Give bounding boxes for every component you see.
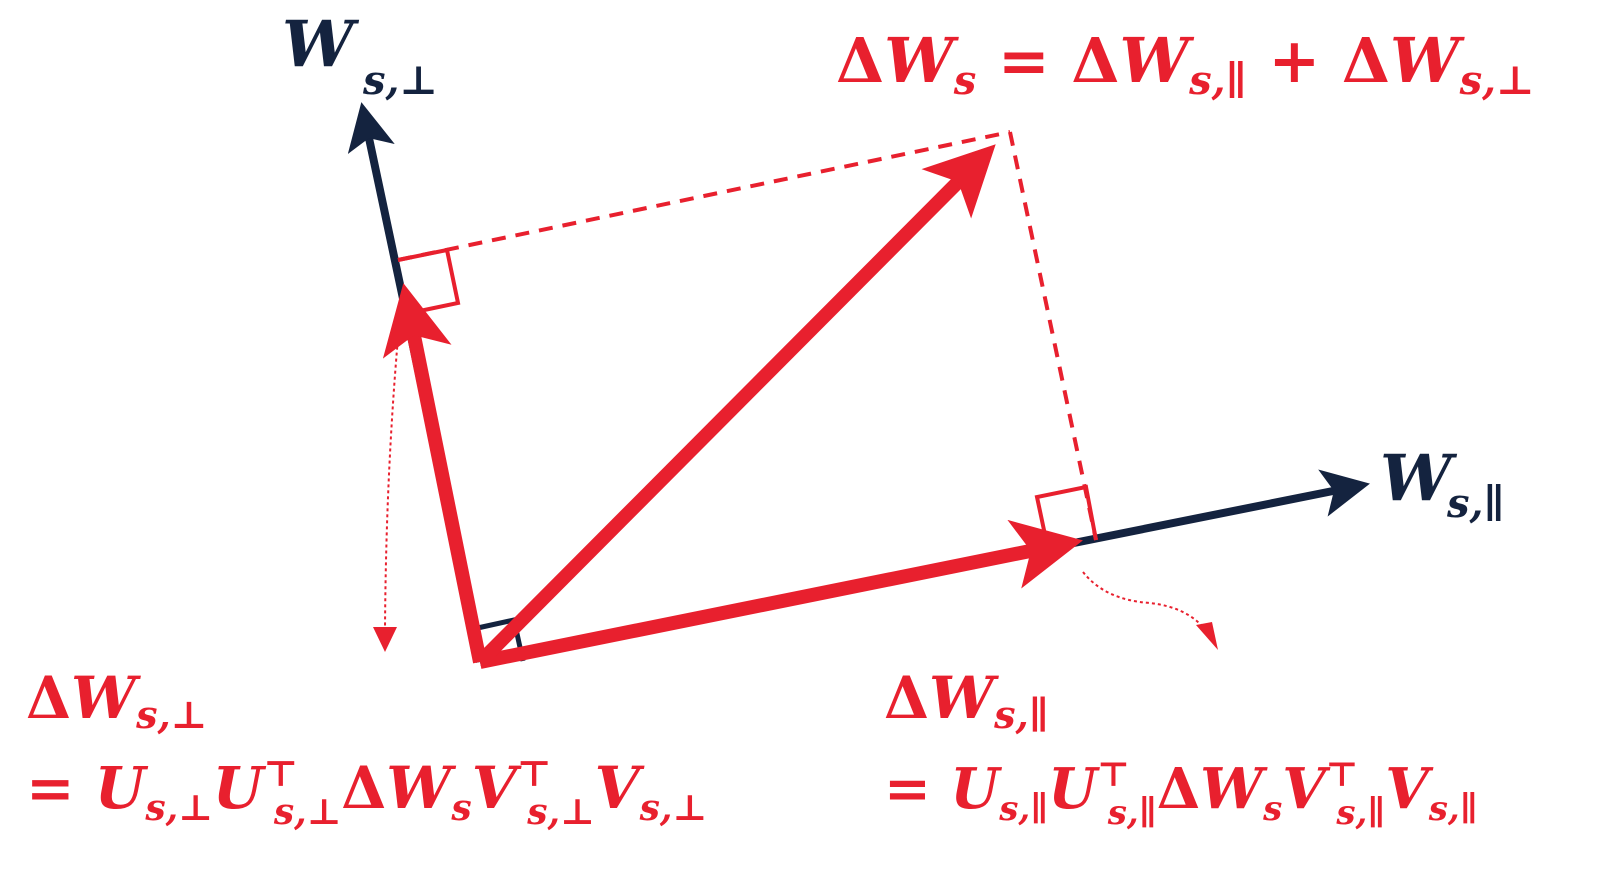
perp-axis-label: W s,⊥ [282, 7, 438, 104]
par-f-dw-sub: s [1262, 789, 1282, 829]
eq-lhs-base: W [884, 24, 959, 97]
par-f-sub: s,∥ [993, 692, 1049, 737]
eq-t1-base: W [1120, 24, 1195, 97]
perp-leader-head [373, 627, 397, 652]
delta-w-vector [475, 144, 996, 667]
par-projection-formula: ΔWs,∥ = Us,∥U⊤s,∥ΔWsV⊤s,∥Vs,∥ [884, 664, 1478, 833]
perp-f-u2-sub: s,⊥ [273, 791, 341, 833]
perp-f-v1: V [472, 754, 522, 822]
projection-dash-perp [397, 130, 1011, 262]
perp-axis-label-base: W [282, 7, 360, 82]
svg-text:ΔWs,∥: ΔWs,∥ [884, 664, 1049, 737]
svg-text:= Us,∥U⊤s,∥ΔWsV⊤s,∥Vs,∥: = Us,∥U⊤s,∥ΔWsV⊤s,∥Vs,∥ [884, 755, 1478, 833]
eq-t2-delta: Δ [1342, 24, 1390, 97]
perp-f-v1-sup: ⊤ [517, 753, 552, 795]
perp-f-v2: V [595, 754, 645, 822]
perp-f-u1: U [95, 754, 149, 822]
par-axis-label: W s,∥ [1380, 441, 1505, 527]
par-f-u2-sub: s,∥ [1107, 793, 1157, 833]
eq-lhs-delta: Δ [836, 24, 884, 97]
perp-f-base: W [71, 664, 141, 732]
svg-text:ΔWs,⊥: ΔWs,⊥ [26, 664, 207, 737]
par-f-dw-delta: Δ [1157, 756, 1200, 822]
par-f-v2: V [1385, 756, 1434, 822]
svg-text:= Us,⊥U⊤s,⊥ΔWsV⊤s,⊥Vs,⊥: = Us,⊥U⊤s,⊥ΔWsV⊤s,⊥Vs,⊥ [26, 753, 707, 833]
perp-f-delta: Δ [26, 664, 71, 732]
perp-f-u2-sup: ⊤ [263, 753, 298, 795]
delta-w-perp-vector [382, 283, 487, 664]
eq-sign: = [976, 24, 1071, 97]
par-leader-head [1196, 622, 1218, 650]
perp-f-u1-sub: s,⊥ [144, 787, 212, 829]
delta-w-par-vector [478, 519, 1083, 669]
projection-dash-par [1008, 131, 1098, 541]
perp-axis-label-sub: s,⊥ [362, 57, 438, 104]
eq-t1-delta: Δ [1071, 24, 1119, 97]
par-f-base: W [929, 664, 999, 732]
par-f-u2: U [1048, 756, 1100, 822]
perp-f-dw-sub: s [450, 787, 471, 829]
perp-f-v2-sub: s,⊥ [639, 787, 707, 829]
eq-t2-base: W [1390, 24, 1465, 97]
eq-t2-sub: s,⊥ [1459, 57, 1535, 104]
par-f-u2-sup: ⊤ [1097, 755, 1130, 795]
par-f-u1-sub: s,∥ [998, 789, 1048, 829]
perp-projection-formula: ΔWs,⊥ = Us,⊥U⊤s,⊥ΔWsV⊤s,⊥Vs,⊥ [26, 664, 707, 833]
par-f-eq: = [884, 756, 950, 822]
perp-f-eq: = [26, 754, 95, 822]
perp-f-dw-base: W [386, 754, 456, 822]
perp-f-v1-sub: s,⊥ [526, 791, 594, 833]
perp-f-u2: U [213, 754, 267, 822]
par-leader-arrow [1082, 571, 1204, 628]
par-f-v1-sub: s,∥ [1335, 793, 1385, 833]
decomposition-equation: ΔWs = ΔWs,∥ + ΔWs,⊥ [836, 24, 1535, 104]
par-axis-label-base: W [1380, 441, 1458, 516]
perp-leader-arrow [384, 304, 402, 631]
par-axis-label-sub: s,∥ [1446, 480, 1505, 527]
perp-f-sub: s,⊥ [135, 692, 207, 737]
eq-lhs-sub: s [953, 57, 977, 104]
par-f-delta: Δ [884, 664, 929, 732]
eq-plus: + [1247, 24, 1342, 97]
par-f-v1-sup: ⊤ [1326, 755, 1359, 795]
par-f-v1: V [1282, 756, 1331, 822]
par-f-dw-base: W [1200, 756, 1268, 822]
par-f-u1: U [950, 756, 1002, 822]
par-f-v2-sub: s,∥ [1428, 789, 1478, 829]
perp-f-dw-delta: Δ [341, 754, 386, 822]
eq-t1-sub: s,∥ [1188, 57, 1247, 104]
